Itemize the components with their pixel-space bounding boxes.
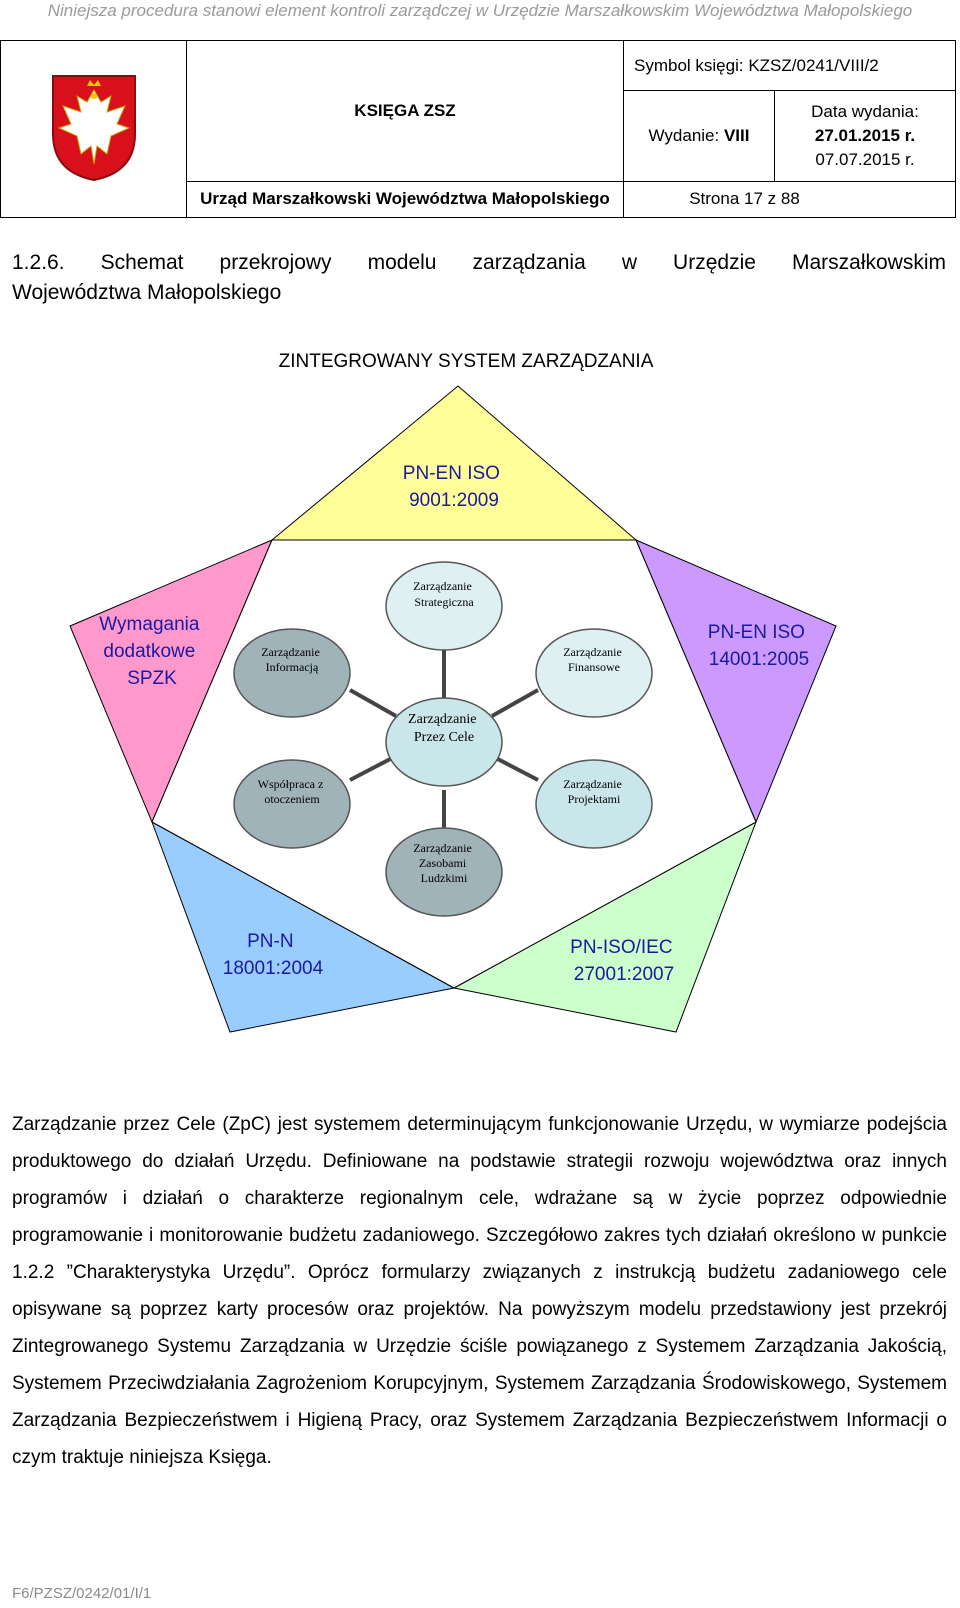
section-title: 1.2.6. Schemat przekrojowy modelu zarząd… xyxy=(12,251,946,274)
issue-date-secondary: 07.07.2015 r. xyxy=(815,150,915,170)
management-by-objectives-label: Zarządzanie Przez Cele xyxy=(408,712,480,745)
eagle-emblem-icon xyxy=(51,74,136,181)
project-management-label: Zarządzanie Projektami xyxy=(563,777,625,806)
issue-date-primary: 27.01.2015 r. xyxy=(814,126,916,146)
management-model-diagram: ZINTEGROWANY SYSTEM ZARZĄDZANIA PN-EN IS… xyxy=(69,351,837,1033)
edition-value: VIII xyxy=(723,126,750,146)
hr-management-label: Zarządzanie Zasobami Ludzkimi xyxy=(413,841,475,885)
page-number: Strona 17 z 88 xyxy=(623,180,956,219)
section-title-continued: Województwa Małopolskiego xyxy=(12,281,282,304)
document-header-note: Niniejsza procedura stanowi element kont… xyxy=(47,1,913,20)
iso-14001-label: PN-EN ISO 14001:2005 xyxy=(708,622,810,670)
strategic-management-node xyxy=(385,561,503,651)
edition-info: Wydanie: VIII xyxy=(623,90,775,182)
project-management-node xyxy=(535,759,653,849)
office-name: Urząd Marszałkowski Województwa Małopols… xyxy=(186,180,624,219)
iso-27001-label: PN-ISO/IEC 27001:2007 xyxy=(570,937,678,985)
strategic-management-label: Zarządzanie Strategiczna xyxy=(413,579,475,609)
system-title: ZINTEGROWANY SYSTEM ZARZĄDZANIA xyxy=(279,351,654,372)
environment-cooperation-label: Współpraca z otoczeniem xyxy=(258,777,327,806)
issue-date-label: Data wydania: xyxy=(811,102,919,122)
book-title: KSIĘGA ZSZ xyxy=(186,40,624,182)
book-symbol: Symbol księgi: KZSZ/0241/VIII/2 xyxy=(623,39,956,92)
information-management-node xyxy=(233,628,351,718)
document-header-table: KSIĘGA ZSZ Symbol księgi: KZSZ/0241/VIII… xyxy=(0,39,956,219)
information-management-label: Zarządzanie Informacją xyxy=(261,645,323,674)
spzk-label: Wymagania dodatkowe SPZK xyxy=(99,614,204,689)
issue-date: Data wydania: 27.01.2015 r. 07.07.2015 r… xyxy=(774,90,956,182)
financial-management-label: Zarządzanie Finansowe xyxy=(563,645,625,674)
environment-cooperation-node xyxy=(233,759,351,849)
edition-label: Wydanie: xyxy=(648,126,724,146)
pn-18001-label: PN-N 18001:2004 xyxy=(223,931,324,979)
form-code: F6/PZSZ/0242/01/I/1 xyxy=(12,1585,152,1602)
hr-management-node xyxy=(385,827,503,917)
management-by-objectives-hub xyxy=(385,697,503,787)
coat-of-arms xyxy=(0,40,187,218)
body-paragraph: Zarządzanie przez Cele (ZpC) jest system… xyxy=(12,1114,947,1468)
financial-management-node xyxy=(535,628,653,718)
iso-9001-label: PN-EN ISO 9001:2009 xyxy=(403,463,505,511)
